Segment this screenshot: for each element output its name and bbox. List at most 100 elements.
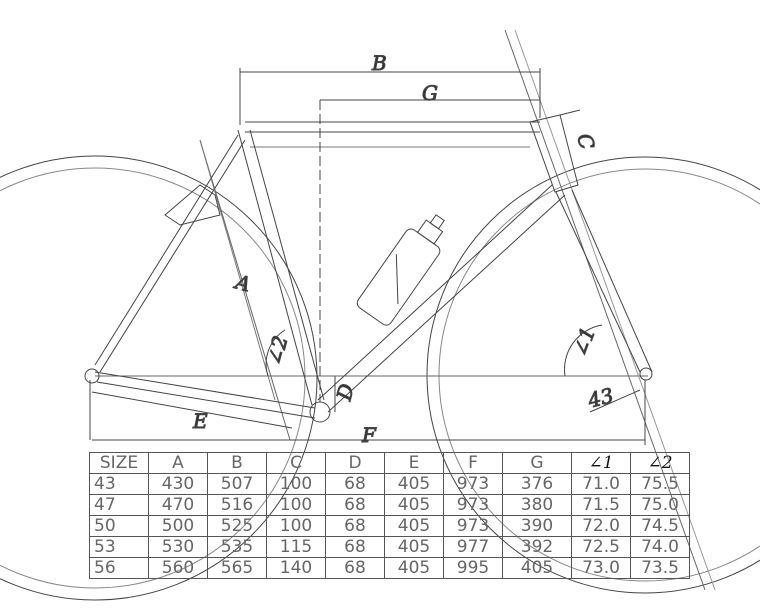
value-cell-e: 405: [384, 536, 444, 558]
value-cell-a: 430: [148, 473, 208, 495]
value-cell-e: 405: [384, 473, 444, 495]
rear-wheel: [0, 155, 318, 601]
value-cell-angle2: 75.0: [630, 494, 690, 516]
label-C: C: [572, 131, 599, 152]
angle2-arc: [265, 329, 286, 377]
value-cell-angle1: 71.0: [571, 473, 631, 495]
bottom-bracket: [309, 401, 331, 423]
value-cell-c: 100: [266, 473, 326, 495]
dim-A: [199, 139, 276, 401]
value-cell-angle2: 73.5: [630, 557, 690, 579]
front-wheel: [426, 156, 760, 594]
value-cell-d: 68: [325, 515, 385, 537]
value-cell-b: 516: [207, 494, 267, 516]
seat-stay: [94, 134, 239, 366]
value-cell-a: 530: [148, 536, 208, 558]
head-tube: [529, 114, 579, 193]
water-bottle: [356, 214, 445, 326]
value-cell-g: 376: [502, 473, 572, 495]
seat-stay-2: [99, 139, 246, 373]
value-cell-f: 973: [443, 473, 503, 495]
value-cell-c: 100: [266, 494, 326, 516]
label-E: E: [192, 409, 208, 433]
value-cell-e: 405: [384, 515, 444, 537]
label-F: F: [361, 423, 377, 447]
label-B: B: [371, 51, 387, 75]
value-cell-b: 507: [207, 473, 267, 495]
angle1-arc: [564, 324, 603, 377]
value-cell-f: 973: [443, 515, 503, 537]
header-e: E: [384, 452, 444, 474]
value-cell-angle1: 71.5: [571, 494, 631, 516]
size-cell: 47: [89, 494, 149, 516]
size-cell: 56: [89, 557, 149, 579]
value-cell-d: 68: [325, 536, 385, 558]
down-tube-2: [327, 194, 566, 413]
value-cell-b: 525: [207, 515, 267, 537]
value-cell-g: 405: [502, 557, 572, 579]
value-cell-angle2: 74.5: [630, 515, 690, 537]
rear-dropout: [84, 368, 100, 384]
chain-stay-2: [96, 381, 316, 419]
value-cell-g: 380: [502, 494, 572, 516]
value-cell-c: 100: [266, 515, 326, 537]
value-cell-c: 115: [266, 536, 326, 558]
table-header-row: SIZE A B C D E F G ∠1 ∠2: [89, 452, 690, 474]
value-cell-e: 405: [384, 494, 444, 516]
value-cell-f: 973: [443, 494, 503, 516]
value-cell-angle1: 72.0: [571, 515, 631, 537]
value-cell-f: 977: [443, 536, 503, 558]
front-wheel-inner: [438, 168, 760, 582]
header-size: SIZE: [89, 452, 149, 474]
label-G: G: [422, 81, 438, 105]
dim-43: [589, 389, 641, 413]
label-angle2: ∠2: [262, 333, 293, 368]
value-cell-b: 535: [207, 536, 267, 558]
value-cell-d: 68: [325, 494, 385, 516]
size-cell: 53: [89, 536, 149, 558]
value-cell-angle2: 75.5: [630, 473, 690, 495]
value-cell-angle1: 73.0: [571, 557, 631, 579]
dim-E: [91, 391, 293, 429]
header-d: D: [325, 452, 385, 474]
size-cell: 50: [89, 515, 149, 537]
header-g: G: [502, 452, 572, 474]
value-cell-d: 68: [325, 557, 385, 579]
fork-right: [571, 189, 653, 373]
label-angle1: ∠1: [568, 324, 601, 360]
value-cell-e: 405: [384, 557, 444, 579]
label-A: A: [231, 269, 253, 296]
value-cell-c: 140: [266, 557, 326, 579]
header-c: C: [266, 452, 326, 474]
header-a: A: [148, 452, 208, 474]
value-cell-a: 500: [148, 515, 208, 537]
value-cell-d: 68: [325, 473, 385, 495]
value-cell-a: 560: [148, 557, 208, 579]
label-43: 43: [584, 383, 616, 413]
header-b: B: [207, 452, 267, 474]
fork-left: [555, 191, 641, 373]
value-cell-a: 470: [148, 494, 208, 516]
seat-tube-2: [249, 129, 325, 401]
value-cell-angle2: 74.0: [630, 536, 690, 558]
header-angle1: ∠1: [571, 452, 631, 474]
value-cell-angle1: 72.5: [571, 536, 631, 558]
value-cell-g: 390: [502, 515, 572, 537]
value-cell-g: 392: [502, 536, 572, 558]
header-f: F: [443, 452, 503, 474]
down-tube: [317, 184, 553, 401]
value-cell-f: 995: [443, 557, 503, 579]
chain-stay: [94, 371, 316, 409]
size-cell: 43: [89, 473, 149, 495]
label-D: D: [331, 381, 359, 404]
seat-tube: [237, 129, 313, 406]
dim-C: [559, 109, 581, 116]
